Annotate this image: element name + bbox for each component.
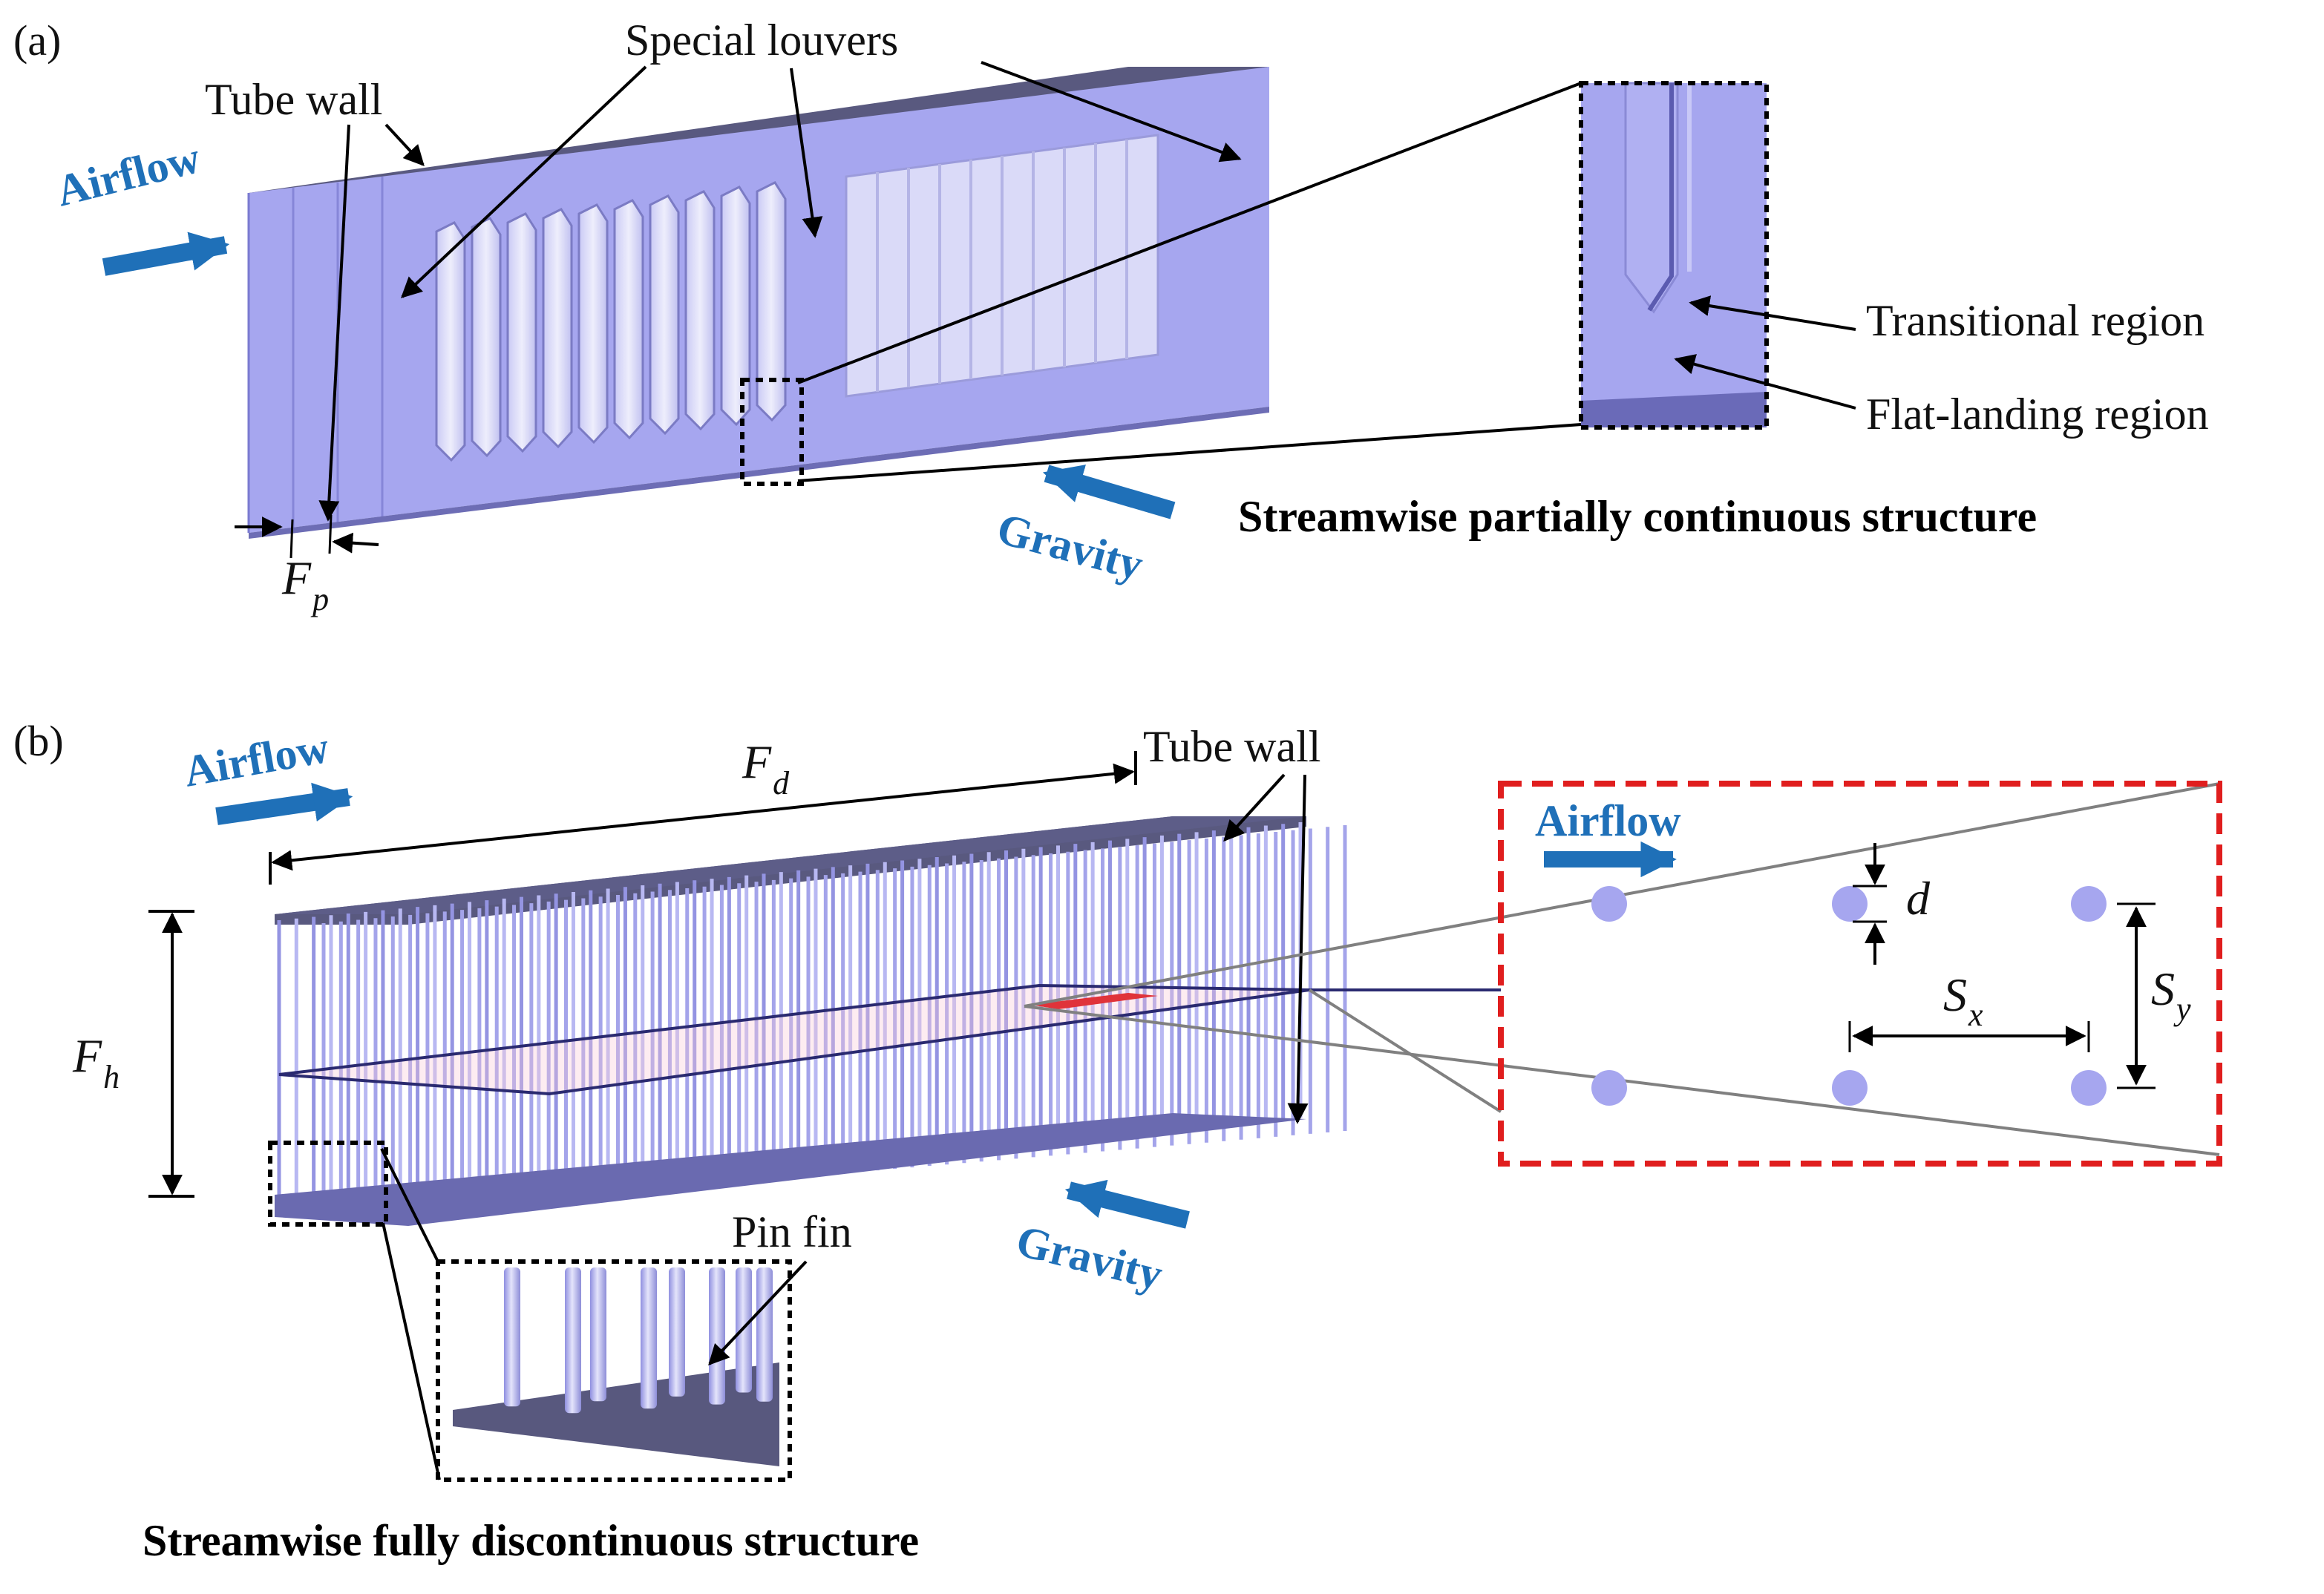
- fd-subscript: d: [773, 765, 790, 801]
- airflow-arrow-a: [102, 232, 230, 276]
- fin-pitch-dimension: Fp: [235, 514, 379, 617]
- tube-wall-label-b: Tube wall: [1143, 722, 1320, 771]
- sx-subscript: x: [1968, 997, 1983, 1033]
- airflow-label-inset: Airflow: [1535, 796, 1681, 845]
- gravity-arrow-b: [1064, 1179, 1190, 1229]
- airflow-arrow-b: [215, 782, 353, 825]
- fh-symbol: F: [72, 1029, 102, 1082]
- svg-text:Sy: Sy: [2151, 962, 2191, 1027]
- zoom-box-small: [740, 378, 804, 486]
- highlighted-unit-cell: [1030, 993, 1158, 1009]
- unit-cell-inset: Airflow d Sx Sy: [1024, 781, 2222, 1167]
- tube-wall-label-a: Tube wall: [205, 75, 382, 124]
- fin-height-dimension: Fh: [72, 910, 194, 1198]
- panel-a-label: (a): [13, 16, 61, 65]
- fh-subscript: h: [103, 1059, 120, 1095]
- pin-fin-array: [277, 822, 1347, 1217]
- pin-diameter-label: d: [1906, 872, 1931, 925]
- caption-a: Streamwise partially continuous structur…: [1238, 492, 2037, 541]
- sy-symbol: S: [2151, 962, 2175, 1015]
- unit-cell-frame: [1498, 781, 2222, 1167]
- gravity-label-b: Gravity: [1012, 1216, 1168, 1299]
- zoom-box-pin: [268, 1141, 388, 1227]
- svg-text:Sx: Sx: [1943, 968, 1983, 1033]
- fp-subscript: p: [310, 581, 329, 617]
- fin-depth-dimension: Fd: [269, 735, 1137, 885]
- pin-fin-detail-inset: [380, 1148, 792, 1482]
- caption-b: Streamwise fully discontinuous structure: [143, 1516, 919, 1565]
- flat-landing-region-label: Flat-landing region: [1866, 390, 2209, 439]
- sy-subscript: y: [2173, 991, 2191, 1027]
- pin-fin: [736, 1267, 752, 1393]
- pin-fin: [641, 1267, 657, 1409]
- gravity-label-a: Gravity: [992, 504, 1148, 590]
- pin-fin-label: Pin fin: [732, 1207, 852, 1256]
- svg-text:Fh: Fh: [72, 1029, 120, 1095]
- pin-fin-model: [268, 816, 1347, 1227]
- louver-group-right: [845, 134, 1159, 398]
- louver-detail-inset: [797, 81, 1769, 482]
- airflow-label-b: Airflow: [180, 723, 333, 796]
- fin-bottom-edge: [249, 407, 1269, 539]
- pin-fin: [756, 1267, 773, 1402]
- louvered-fin-model: [247, 67, 1269, 539]
- sx-symbol: S: [1943, 968, 1967, 1021]
- pin-fin: [504, 1267, 520, 1407]
- pin-fin-bottom-plate: [275, 1113, 1306, 1226]
- panel-b: (b) Airflow Fd Fh Tube wall: [13, 717, 2222, 1565]
- fd-symbol: F: [742, 735, 772, 788]
- louver-group-left: [435, 181, 787, 462]
- svg-text:Fp: Fp: [281, 551, 329, 617]
- panel-a: (a): [13, 16, 2209, 617]
- special-louvers-label: Special louvers: [625, 16, 898, 65]
- pin-fin: [590, 1267, 606, 1402]
- airflow-label-a: Airflow: [51, 133, 205, 216]
- pin-fin: [669, 1267, 685, 1397]
- panel-b-label: (b): [13, 717, 64, 765]
- pin-cross-sections: [1591, 886, 2107, 1106]
- svg-text:Fd: Fd: [742, 735, 790, 801]
- transitional-region-label: Transitional region: [1866, 296, 2204, 345]
- fp-symbol: F: [281, 551, 312, 604]
- pin-fin: [565, 1267, 581, 1414]
- gravity-arrow-a: [1042, 465, 1176, 519]
- pin-fin: [709, 1267, 725, 1405]
